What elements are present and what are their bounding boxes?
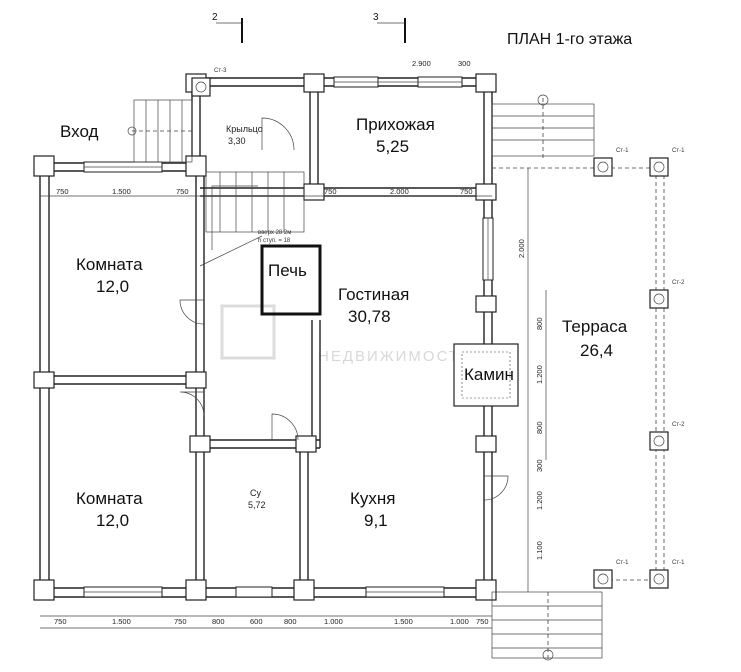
column-st2-b: Ст-2 <box>649 422 685 451</box>
svg-text:2.000: 2.000 <box>390 187 409 196</box>
column-st3: Ст-3 <box>191 68 227 97</box>
svg-text:750: 750 <box>56 187 69 196</box>
hall-area: 5,25 <box>376 137 409 156</box>
svg-text:1.100: 1.100 <box>535 541 544 560</box>
svg-text:1.000: 1.000 <box>324 617 343 626</box>
svg-text:2.000: 2.000 <box>517 239 526 258</box>
svg-text:Ст-1: Ст-1 <box>616 148 629 154</box>
terrace-area: 26,4 <box>580 341 613 360</box>
column-st1-d: Ст-1 <box>649 560 685 589</box>
svg-text:1.500: 1.500 <box>394 617 413 626</box>
watermark: НЕДВИЖИМОСТЬ <box>318 348 472 365</box>
svg-text:800: 800 <box>535 421 544 434</box>
entrance-steps <box>127 99 193 163</box>
svg-text:Ст-1: Ст-1 <box>672 560 685 566</box>
svg-text:750: 750 <box>174 617 187 626</box>
svg-text:Ст-3: Ст-3 <box>214 68 227 74</box>
living-area: 30,78 <box>348 307 391 326</box>
svg-text:750: 750 <box>54 617 67 626</box>
kitchen-area: 9,1 <box>364 511 388 530</box>
svg-text:Ст-2: Ст-2 <box>672 280 685 286</box>
column-st2-a: Ст-2 <box>649 280 685 309</box>
staircase: вверх 28 2м h ступ. = 18 <box>199 171 305 267</box>
svg-text:800: 800 <box>535 317 544 330</box>
porch-area: 3,30 <box>228 136 246 146</box>
svg-text:1.500: 1.500 <box>112 187 131 196</box>
svg-text:800: 800 <box>284 617 297 626</box>
doors <box>179 117 509 501</box>
stove-box <box>260 244 322 316</box>
room1-area: 12,0 <box>96 277 129 296</box>
column-st1-a: Ст-1 <box>593 148 629 177</box>
plan-title: ПЛАН 1-го этажа <box>507 31 632 48</box>
axis-marker-2: 2 <box>212 12 243 43</box>
axis-marker-3: 3 <box>373 12 406 43</box>
svg-text:750: 750 <box>476 617 489 626</box>
svg-text:h ступ. = 18: h ступ. = 18 <box>258 238 291 244</box>
svg-text:3: 3 <box>373 12 379 23</box>
svg-text:300: 300 <box>535 459 544 472</box>
svg-text:2.900: 2.900 <box>412 59 431 68</box>
svg-text:750: 750 <box>176 187 189 196</box>
stove-label: Печь <box>268 261 307 280</box>
svg-text:Ст-2: Ст-2 <box>672 422 685 428</box>
svg-text:1.000: 1.000 <box>450 617 469 626</box>
svg-text:1.200: 1.200 <box>535 365 544 384</box>
terrace-label: Терраса <box>562 317 628 336</box>
svg-text:1.200: 1.200 <box>535 491 544 510</box>
svg-text:вверх 28 2м: вверх 28 2м <box>258 230 291 236</box>
bath-label: Су <box>250 488 261 498</box>
bath-area: 5,72 <box>248 500 266 510</box>
windows <box>83 76 494 598</box>
svg-text:Ст-1: Ст-1 <box>672 148 685 154</box>
terrace-steps-bottom <box>491 591 603 661</box>
svg-text:Ст-1: Ст-1 <box>616 560 629 566</box>
svg-text:2: 2 <box>212 12 218 23</box>
svg-text:750: 750 <box>460 187 473 196</box>
svg-text:600: 600 <box>250 617 263 626</box>
terrace-steps-top <box>491 94 595 160</box>
entrance-label: Вход <box>60 122 99 141</box>
fireplace-label: Камин <box>464 365 514 384</box>
svg-text:300: 300 <box>458 59 471 68</box>
svg-text:1.500: 1.500 <box>112 617 131 626</box>
room2-area: 12,0 <box>96 511 129 530</box>
svg-text:750: 750 <box>324 187 337 196</box>
porch-label: Крыльцо <box>226 124 263 134</box>
dimension-lines <box>40 168 547 629</box>
room2-label: Комната <box>76 489 143 508</box>
hall-label: Прихожая <box>356 115 435 134</box>
column-st1-c: Ст-1 <box>593 560 629 589</box>
living-label: Гостиная <box>338 285 409 304</box>
kitchen-label: Кухня <box>350 489 396 508</box>
fireplace-box <box>453 343 519 407</box>
column-st1-b: Ст-1 <box>649 148 685 177</box>
watermark-logo <box>220 304 276 360</box>
svg-text:800: 800 <box>212 617 225 626</box>
room1-label: Комната <box>76 255 143 274</box>
